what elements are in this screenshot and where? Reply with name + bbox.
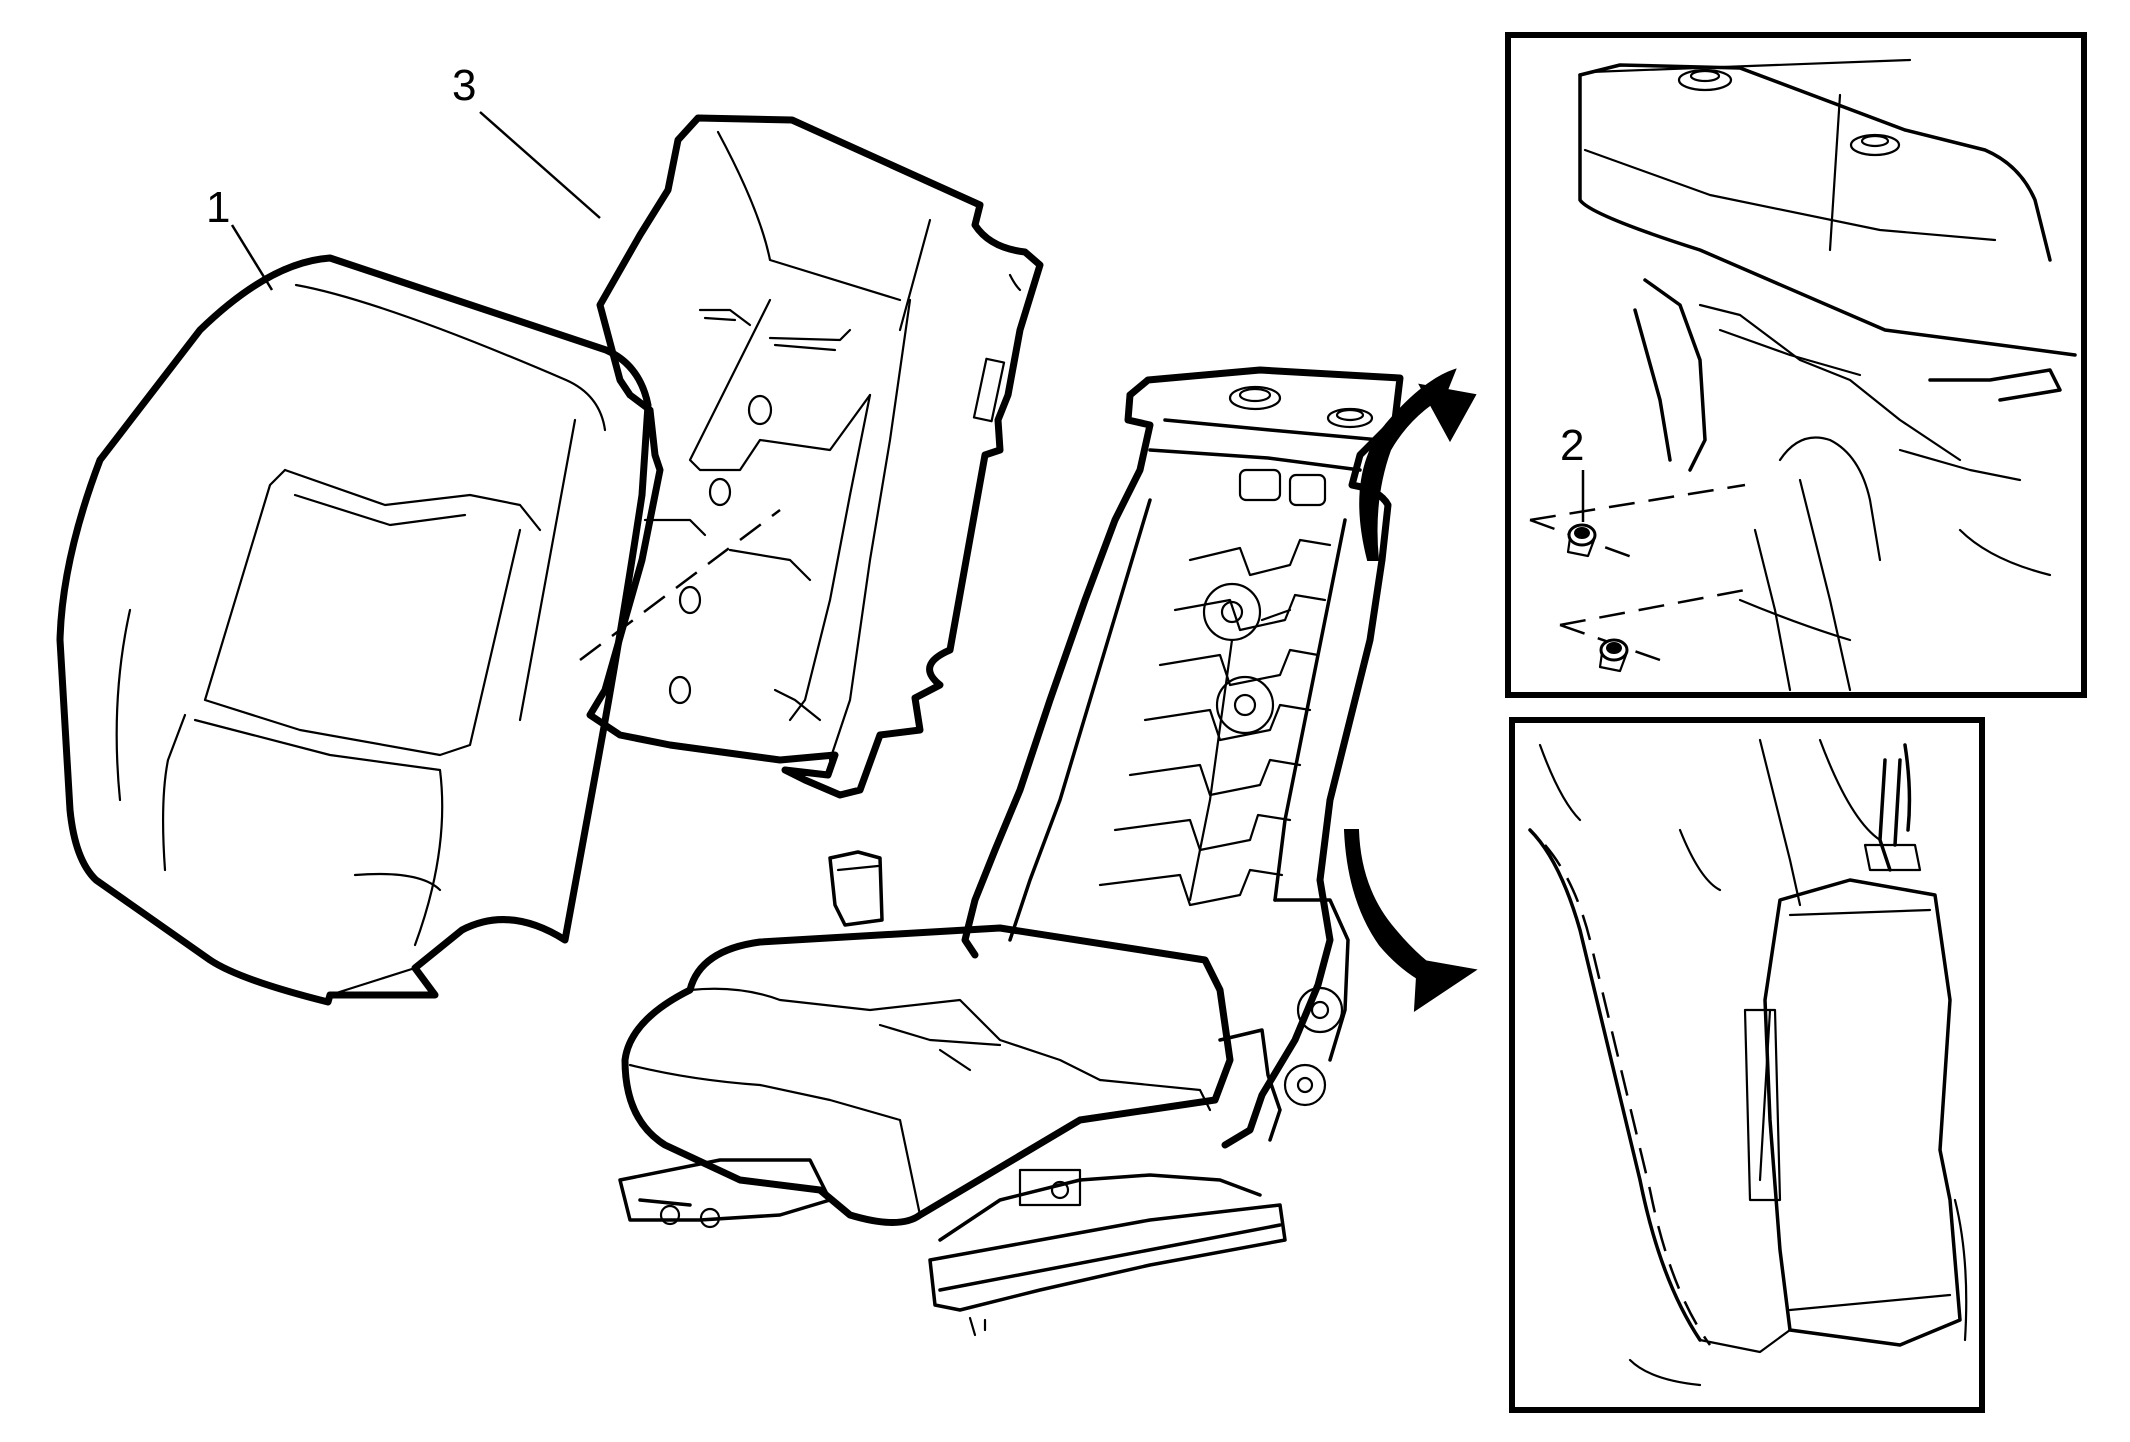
seat-back-cover xyxy=(56,254,652,1006)
alignment-dashed-line xyxy=(579,509,781,661)
detail-inset-side-trim xyxy=(1509,717,1985,1413)
leader-line-1 xyxy=(230,224,274,291)
detail-inset-fasteners: 2 xyxy=(1505,32,2087,698)
seat-frame-assembly xyxy=(618,366,1404,1337)
leader-line-3 xyxy=(479,111,601,219)
callout-1: 1 xyxy=(206,183,230,232)
callout-3: 3 xyxy=(452,61,476,110)
rotate-up-arrow-icon xyxy=(1359,368,1477,561)
rotate-down-arrow-icon xyxy=(1343,829,1478,1012)
seat-back-panel xyxy=(586,114,1044,799)
fastener-upper xyxy=(1566,523,1597,558)
fastener-lower xyxy=(1598,638,1629,673)
callout-2: 2 xyxy=(1560,421,1584,470)
